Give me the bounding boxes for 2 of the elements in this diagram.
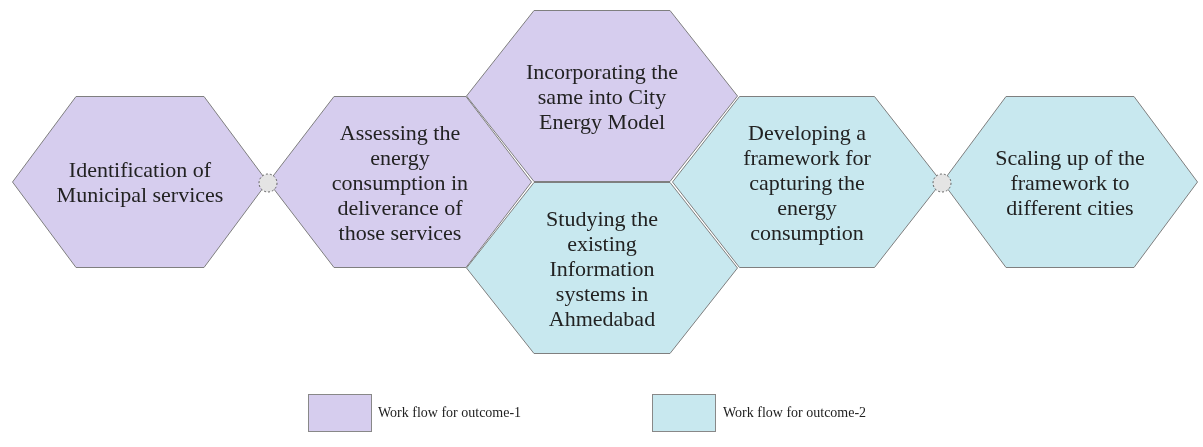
legend-label: Work flow for outcome-2: [723, 405, 867, 421]
legend-label: Work flow for outcome-1: [378, 405, 522, 421]
